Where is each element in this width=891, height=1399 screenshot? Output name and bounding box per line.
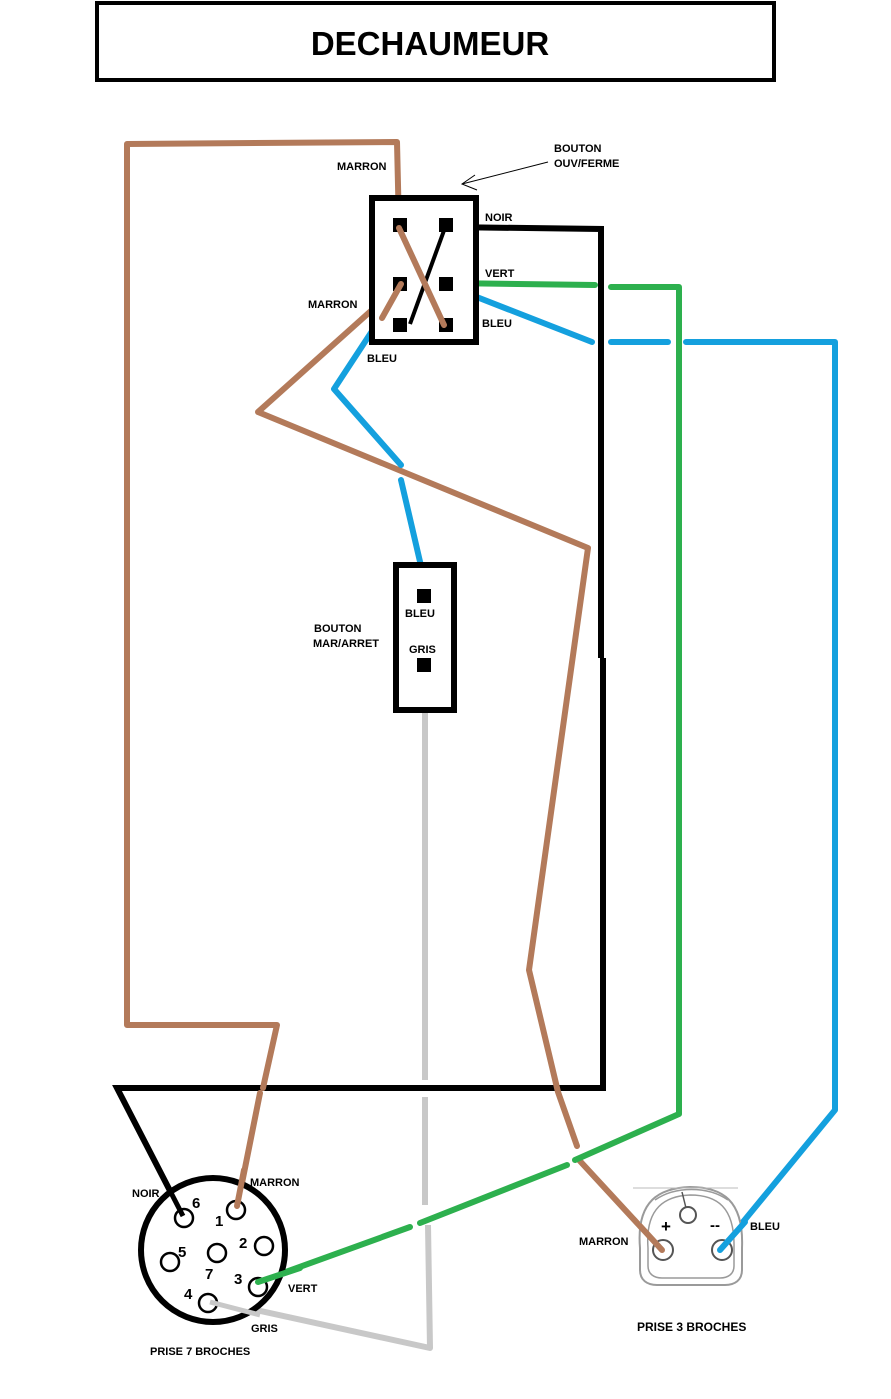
wire-noir [112,224,606,1218]
pin-number-1: 1 [215,1213,223,1230]
pin-hole-7 [206,1242,228,1264]
pin-number-5: 5 [178,1244,186,1261]
label-marron-plug3: MARRON [579,1236,629,1248]
switch-ouv-ferme [369,195,479,345]
label-noir-plug7: NOIR [132,1188,160,1200]
caption-prise-7-broches: PRISE 7 BROCHES [150,1346,250,1358]
pin-hole-2 [253,1235,275,1257]
switch-mar-arret [393,562,457,713]
pin-hole-6 [173,1207,195,1229]
label-gris-plug7: GRIS [251,1323,278,1335]
wire-gris [209,666,433,1351]
label-noir-switch: NOIR [485,212,513,224]
label-marron-plug7: MARRON [250,1177,300,1189]
wire-vert [255,280,682,1285]
label-vert-switch: VERT [485,268,515,280]
page-title: DECHAUMEUR [311,25,550,62]
label-bouton-mar-arret-2: MAR/ARRET [313,638,379,650]
label-bleu-right: BLEU [482,318,512,330]
label-marron-left: MARRON [308,299,358,311]
label-bouton-ouv-ferme-2: OUV/FERME [554,158,619,170]
label-bleu-bottom: BLEU [367,353,397,365]
pin-hole-5 [159,1251,181,1273]
label-gris-mar-arret: GRIS [409,644,436,656]
pin-number-2: 2 [239,1235,247,1252]
label-vert-plug7: VERT [288,1283,318,1295]
label-bleu-plug3: BLEU [750,1221,780,1233]
pin-number-4: 4 [184,1286,193,1303]
label-bleu-mar-arret: BLEU [405,608,435,620]
labels: BOUTON OUV/FERME MARRON NOIR VERT MARRON… [132,143,780,1358]
title-box: DECHAUMEUR [95,1,776,82]
pin-number-7: 7 [205,1266,213,1283]
minus-sign: -- [710,1217,720,1234]
label-marron-top: MARRON [337,161,387,173]
pin-number-6: 6 [192,1195,200,1212]
plug-7-broches: 6 1 5 2 7 3 4 [114,1086,303,1325]
label-bouton-ouv-ferme-1: BOUTON [554,143,602,155]
plus-sign: + [661,1217,671,1236]
plug-3-broches: + -- [633,1185,748,1286]
annotation-arrow [460,161,549,191]
wire-bleu-outer [443,282,838,1253]
caption-prise-3-broches: PRISE 3 BROCHES [637,1320,746,1334]
label-bouton-mar-arret-1: BOUTON [314,623,362,635]
pin-number-3: 3 [234,1271,242,1288]
